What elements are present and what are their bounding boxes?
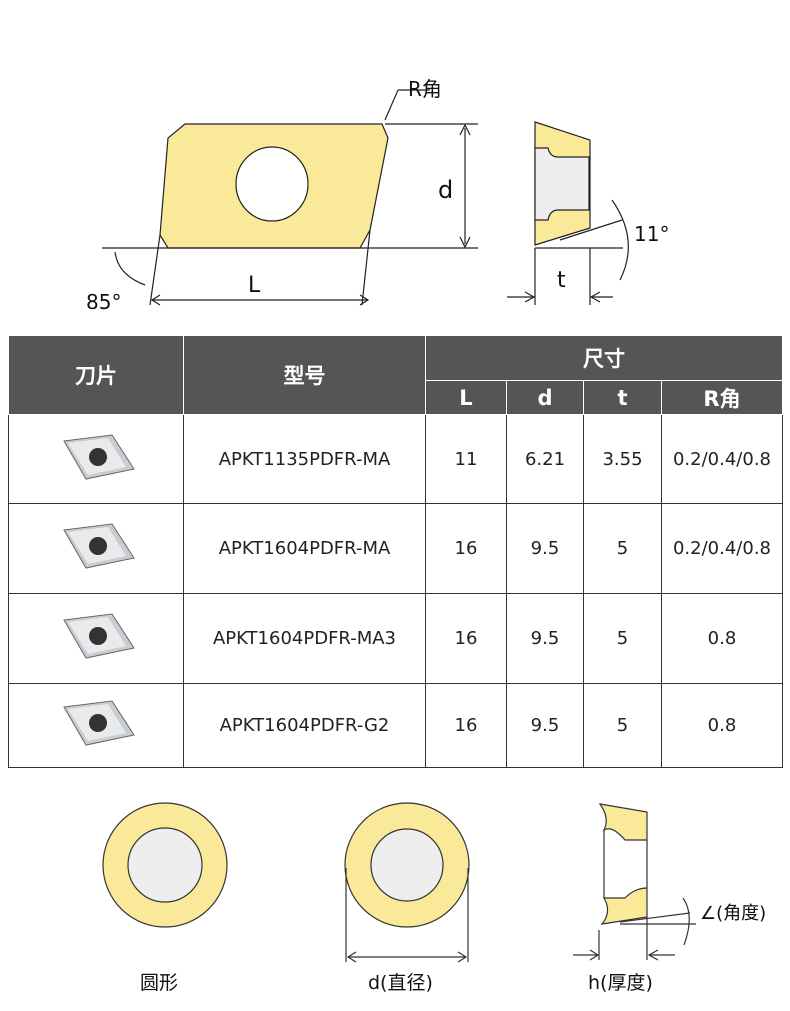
header-d: d: [506, 380, 584, 415]
t-cell: 5: [583, 593, 662, 684]
round-label: 圆形: [140, 972, 179, 994]
d-cell: 9.5: [506, 683, 584, 768]
insert-image: [8, 683, 184, 768]
r-angle-label: R角: [408, 77, 442, 101]
t-cell: 5: [583, 683, 662, 768]
model-cell: APKT1604PDFR-MA: [183, 503, 426, 594]
model-cell: APKT1135PDFR-MA: [183, 414, 426, 504]
L-cell: 16: [425, 503, 507, 594]
R-cell: 0.2/0.4/0.8: [661, 414, 783, 504]
angle-85-label: 85°: [86, 290, 122, 314]
insert-hole: [235, 146, 309, 222]
d-cell: 9.5: [506, 503, 584, 594]
d-cell: 9.5: [506, 593, 584, 684]
d-cell: 6.21: [506, 414, 584, 504]
diameter-label: d(直径): [368, 972, 433, 994]
header-R: R角: [661, 380, 783, 415]
R-cell: 0.8: [661, 593, 783, 684]
L-cell: 16: [425, 593, 507, 684]
d-label: d: [438, 176, 454, 204]
insert-image: [8, 503, 184, 594]
t-cell: 5: [583, 503, 662, 594]
header-L: L: [425, 380, 507, 415]
R-cell: 0.8: [661, 683, 783, 768]
l-label: L: [248, 273, 261, 298]
t-cell: 3.55: [583, 414, 662, 504]
header-blade: 刀片: [8, 335, 184, 415]
insert-photo-icon: [63, 433, 135, 480]
round-insert-hole: [127, 827, 203, 903]
insert-photo-icon: [63, 613, 135, 659]
L-cell: 16: [425, 683, 507, 768]
model-cell: APKT1604PDFR-MA3: [183, 593, 426, 684]
header-t: t: [583, 380, 662, 415]
insert-photo-icon: [63, 523, 135, 569]
header-model: 型号: [183, 335, 426, 415]
top-diagram: [102, 89, 629, 306]
L-cell: 11: [425, 414, 507, 504]
thickness-label: h(厚度): [588, 972, 653, 994]
header-dimensions: 尺寸: [425, 335, 783, 381]
angle-label: ∠(角度): [700, 903, 767, 924]
t-label: t: [557, 268, 566, 293]
insert-image: [8, 593, 184, 684]
model-cell: APKT1604PDFR-G2: [183, 683, 426, 768]
angle-11-label: 11°: [634, 222, 670, 246]
round-insert-outer: [102, 802, 228, 928]
insert-image: [8, 414, 184, 504]
R-cell: 0.2/0.4/0.8: [661, 503, 783, 594]
insert-photo-icon: [63, 700, 135, 746]
